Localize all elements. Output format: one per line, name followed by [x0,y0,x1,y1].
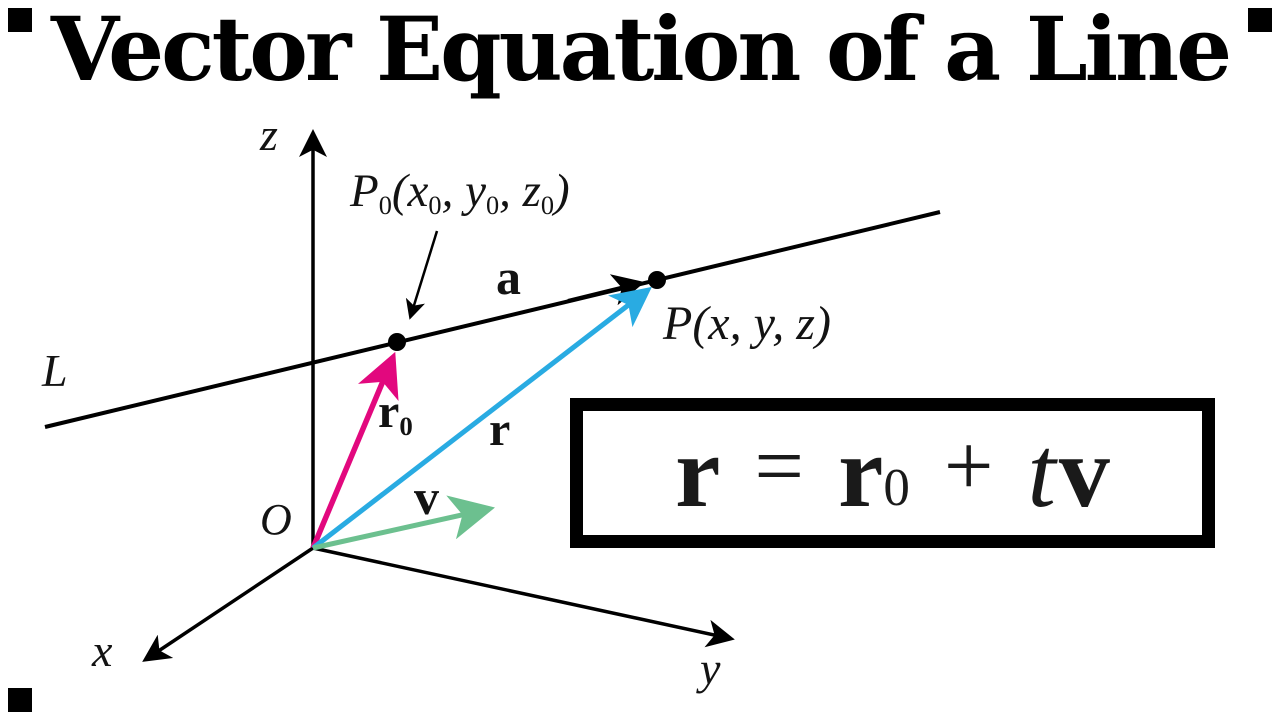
p0-name-sub: 0 [378,190,392,220]
vector-v-arrow [312,495,495,551]
vector-r0-arrow [310,351,399,550]
p0-y: y [465,165,486,217]
p0-comma1: , [441,165,466,217]
p0-z: z [522,165,541,217]
x-axis-label: x [92,625,113,676]
line-L-label: L [42,345,68,396]
vector-r-label: r [489,403,511,456]
point-p-label: P(x, y, z) [663,297,831,350]
p0-y-sub: 0 [485,190,500,220]
vector-v-label: v [414,469,439,525]
p0-open-paren: ( [391,165,408,217]
point-p0-label: P0(x0, y0, z0) [350,165,570,219]
equation-t: t [1027,416,1056,529]
origin-label: O [260,495,292,544]
vector-r0-label: r0 [378,385,413,440]
corner-marker-top-right [1248,8,1272,32]
plus-sign: + [943,418,994,515]
corner-marker-top-left [8,8,32,32]
corner-marker-bottom-left [8,688,32,712]
equals-sign: = [754,418,805,515]
p0-z-sub: 0 [540,190,555,220]
equation-r0-sub: 0 [883,459,910,518]
vector-a-label: a [496,249,521,305]
r0-base: r [378,385,400,438]
p0-comma2: , [499,165,523,217]
p0-name: P [350,165,379,217]
r0-sub: 0 [399,411,413,442]
vector-a-arrow [567,274,645,306]
page-title: Vector Equation of a Line [50,0,1232,101]
p0-callout-arrow [405,230,439,320]
y-axis-label: y [700,643,721,694]
point-p-dot [648,271,666,289]
y-axis [312,546,735,648]
vector-r-arrow [311,286,652,550]
p0-x-sub: 0 [428,190,442,220]
point-p0-dot [388,333,406,351]
line-L [44,210,941,429]
p0-x: x [407,165,429,217]
equation-r0-base: r [838,416,884,529]
equation-v: v [1058,416,1110,529]
equation-r: r [675,416,721,529]
x-axis [142,546,314,662]
z-axis-label: z [260,109,278,160]
p0-close-paren: ) [554,165,570,217]
